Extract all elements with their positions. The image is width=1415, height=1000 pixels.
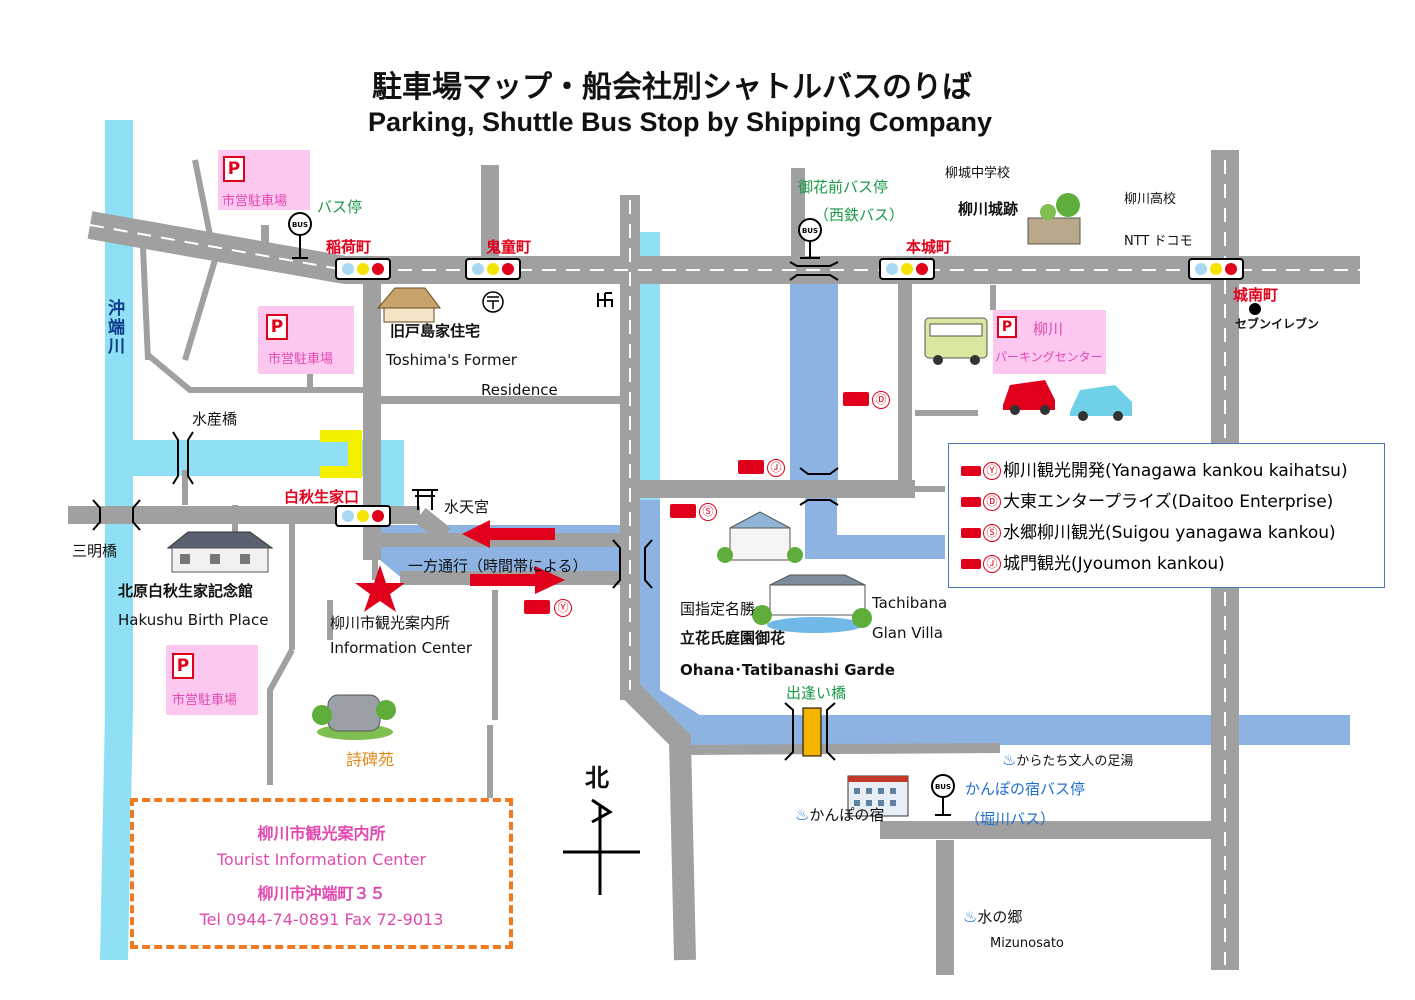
info-center-en-label: Information Center xyxy=(330,639,473,657)
parking-center-box[interactable]: P 柳川 パーキングセンター xyxy=(993,310,1106,374)
castle-ruins-icon xyxy=(1027,193,1081,245)
kido-machi-label: 鬼童町 xyxy=(486,238,532,256)
bus-icon xyxy=(961,559,981,569)
svg-text:BUS: BUS xyxy=(802,227,818,235)
info-box-subtitle: Tourist Information Center xyxy=(216,850,427,869)
tachibana-garden-label: 立花氏庭園御花 xyxy=(680,629,786,647)
nishitetsu-label: （西鉄バス） xyxy=(814,206,905,224)
bus-sign-text: BUS BUS BUS xyxy=(292,221,951,791)
traffic-signals xyxy=(335,258,1244,527)
road-centerlines xyxy=(89,160,1360,965)
mizunosato-en-label: Mizunosato xyxy=(990,936,1064,951)
toshima-house-icon xyxy=(376,287,441,323)
yanagawa-hs-label: 柳川高校 xyxy=(1124,192,1177,207)
toshima-en-label-2: Residence xyxy=(481,381,558,399)
route-marker-y: Ⓨ xyxy=(554,597,574,617)
info-center-star xyxy=(355,565,405,612)
deai-bridge xyxy=(802,707,822,757)
horikawa-label: （堀川バス） xyxy=(965,810,1056,828)
svg-text:BUS: BUS xyxy=(292,221,308,229)
bus-icon xyxy=(961,528,981,538)
oneway-label: 一方通行（時間帯による） xyxy=(408,557,588,575)
hakushu-house-label: 北原白秋生家記念館 xyxy=(118,582,254,600)
jonan-machi-label: 城南町 xyxy=(1233,286,1279,304)
okibata-river-label: 沖端川 xyxy=(108,299,125,357)
parking-box-sw[interactable]: P 市営駐車場 xyxy=(166,645,258,715)
parking-p-icon: P xyxy=(997,316,1017,338)
temple-icon xyxy=(597,292,613,307)
info-center-label: 柳川市観光案内所 xyxy=(330,614,451,632)
shihien-monument-icon xyxy=(312,694,396,740)
north-label: 北 xyxy=(585,764,609,792)
parking-p-icon: P xyxy=(266,314,288,340)
north-arrow-icon xyxy=(563,798,640,895)
tourist-info-box: 柳川市観光案内所 Tourist Information Center 柳川市沖… xyxy=(130,798,513,949)
route-marker-s: Ⓢ xyxy=(699,501,719,521)
info-box-phone: Tel 0944-74-0891 Fax 72-9013 xyxy=(199,910,444,929)
seven-eleven-label: セブンイレブン xyxy=(1235,317,1320,331)
title-jp: 駐車場マップ・船会社別シャトルバスのりば xyxy=(372,70,972,105)
seven-eleven-dot xyxy=(1249,303,1261,315)
bus-stop-nw-label: バス停 xyxy=(317,198,363,216)
mizunosato-label: ♨水の郷 xyxy=(963,907,1023,926)
national-scenic-label: 国指定名勝 xyxy=(680,600,756,618)
ntt-label: NTT ドコモ xyxy=(1124,234,1193,249)
title-en: Parking, Shuttle Bus Stop by Shipping Co… xyxy=(368,107,993,137)
bus-icon xyxy=(961,497,981,507)
karatachi-label: ♨からたち文人の足湯 xyxy=(1002,750,1134,769)
oneway-arrows xyxy=(462,520,565,594)
tachibana-villa-icon xyxy=(752,574,872,633)
ohana-en-label: Ohana･Tatibanashi Garde xyxy=(680,661,895,679)
torii-icon xyxy=(412,489,438,510)
parking-box-nw[interactable]: P 市営駐車場 xyxy=(218,150,310,210)
shihien-label: 詩碑苑 xyxy=(346,750,395,769)
route-marker-d: Ⓓ xyxy=(872,389,892,409)
honjo-machi-label: 本城町 xyxy=(906,238,952,256)
bus-stop-signs xyxy=(288,212,955,816)
parking-center-illustration xyxy=(924,317,1132,421)
yanagawa-castle-label: 柳川城跡 xyxy=(958,200,1019,218)
sanmei-bashi-label: 三明橋 xyxy=(72,542,118,560)
toshima-en-label-1: Toshima's Former xyxy=(386,351,517,369)
bridges xyxy=(92,261,839,761)
yanagawa-jhs-label: 柳城中学校 xyxy=(945,166,1011,181)
kyu-toshima-label: 旧戸島家住宅 xyxy=(390,322,481,340)
parking-p-icon: P xyxy=(223,156,245,182)
ohanamae-bus-label: 御花前バス停 xyxy=(798,178,889,196)
tachibana-en-label-1: Tachibana xyxy=(872,594,948,612)
hot-spring-icon: ♨ xyxy=(795,805,810,824)
hakushu-ieguchi-label: 白秋生家口 xyxy=(284,488,360,506)
deai-bashi-label: 出逢い橋 xyxy=(786,684,847,702)
parking-box-w[interactable]: P 市営駐車場 xyxy=(258,306,354,374)
route-marker-j: Ⓙ xyxy=(767,457,787,477)
hot-spring-icon: ♨ xyxy=(963,907,978,926)
suitengu-label: 水天宮 xyxy=(444,498,490,516)
info-box-address: 柳川市沖端町３５ xyxy=(257,884,386,903)
route-bus-icons xyxy=(524,392,869,614)
hakushu-en-label: Hakushu Birth Place xyxy=(118,611,269,629)
svg-text:BUS: BUS xyxy=(935,783,951,791)
suisan-bashi-label: 水産橋 xyxy=(192,410,238,428)
kanpo-bus-label: かんぽの宿バス停 xyxy=(965,780,1086,798)
parking-p-icon: P xyxy=(172,653,194,679)
info-box-title: 柳川市観光案内所 xyxy=(257,824,386,843)
kanpo-label: ♨かんぽの宿 xyxy=(795,805,885,824)
tachibana-en-label-2: Glan Villa xyxy=(872,624,943,642)
post-office-icon xyxy=(482,291,504,313)
bus-icon xyxy=(961,466,981,476)
hakushu-house-icon xyxy=(166,531,274,573)
inari-machi-label: 稲荷町 xyxy=(326,238,372,256)
ohana-building-icon xyxy=(717,511,803,563)
kanpo-hotel-icon xyxy=(847,775,909,817)
hot-spring-icon: ♨ xyxy=(1002,750,1017,769)
yellow-bracket xyxy=(320,430,362,478)
